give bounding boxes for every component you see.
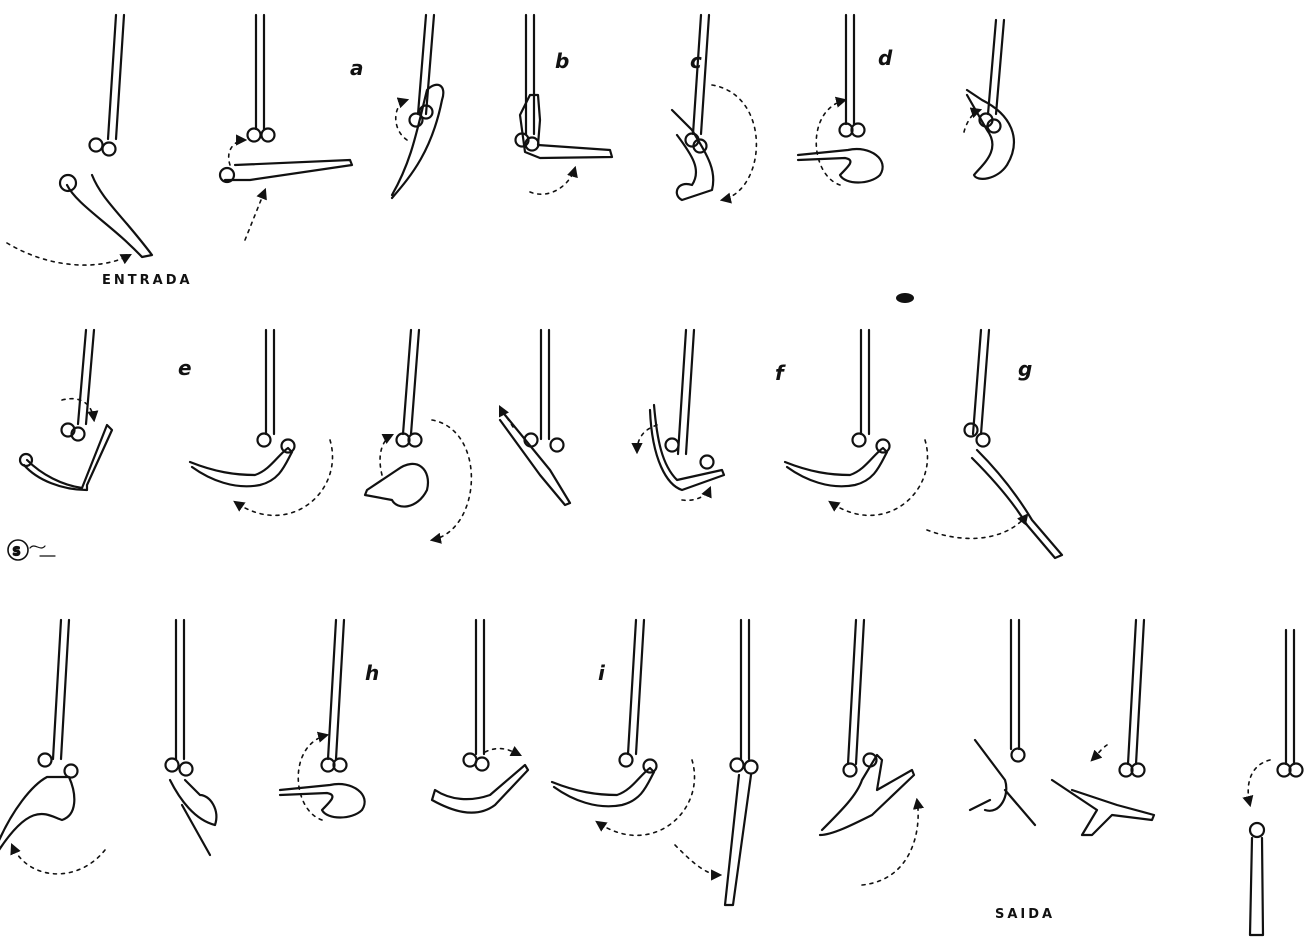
step-label-e: e: [178, 356, 192, 380]
gymnast-figure-r1-3: [500, 330, 570, 505]
step-label-f: f: [775, 361, 786, 385]
gymnast-figure-r2-5: [675, 620, 758, 905]
gymnast-figure-r0-0: [7, 15, 152, 265]
gymnast-figure-c: [672, 15, 756, 200]
gymnast-figure-i: [552, 620, 695, 835]
gymnast-figure-b: [516, 15, 613, 194]
step-label-a: a: [350, 56, 364, 80]
caption-saida: SAIDA: [995, 907, 1055, 922]
gymnast-figure-r0-6: [964, 20, 1014, 179]
gymnast-figure-h: [280, 620, 365, 820]
step-label-c: c: [690, 49, 702, 73]
step-label-b: b: [555, 49, 569, 73]
gymnast-figure-d: [798, 15, 883, 185]
step-label-d: d: [878, 46, 893, 70]
caption-entrada: ENTRADA: [102, 273, 193, 288]
gymnast-figure-a: [220, 15, 352, 240]
gymnast-figure-r2-3: [432, 620, 528, 813]
step-label-g: g: [1018, 357, 1032, 381]
gymnast-figure-r2-7: [970, 620, 1035, 825]
ink-blot: [896, 293, 914, 303]
gymnast-figure-r2-8: [1052, 620, 1154, 835]
gymnast-figure-r2-6: [820, 620, 918, 885]
gymnast-figure-r2-1: [166, 620, 217, 855]
artist-signature: S: [8, 540, 55, 560]
gymnast-figure-g: [927, 330, 1062, 558]
gymnast-figure-f: [785, 330, 928, 515]
step-label-h: h: [365, 661, 379, 685]
gymnast-figure-r0-2: [392, 15, 443, 198]
gymnast-figure-r1-0: [20, 330, 112, 490]
signature-letter: S: [13, 545, 20, 558]
gymnast-figure-r2-0: [0, 620, 105, 874]
gymnast-figure-e: [190, 330, 333, 515]
step-label-i: i: [598, 661, 606, 685]
gymnast-figure-r1-2: [365, 330, 471, 540]
gymnast-figure-r2-9: [1248, 630, 1302, 935]
gymnast-figure-r1-4: [637, 330, 724, 500]
